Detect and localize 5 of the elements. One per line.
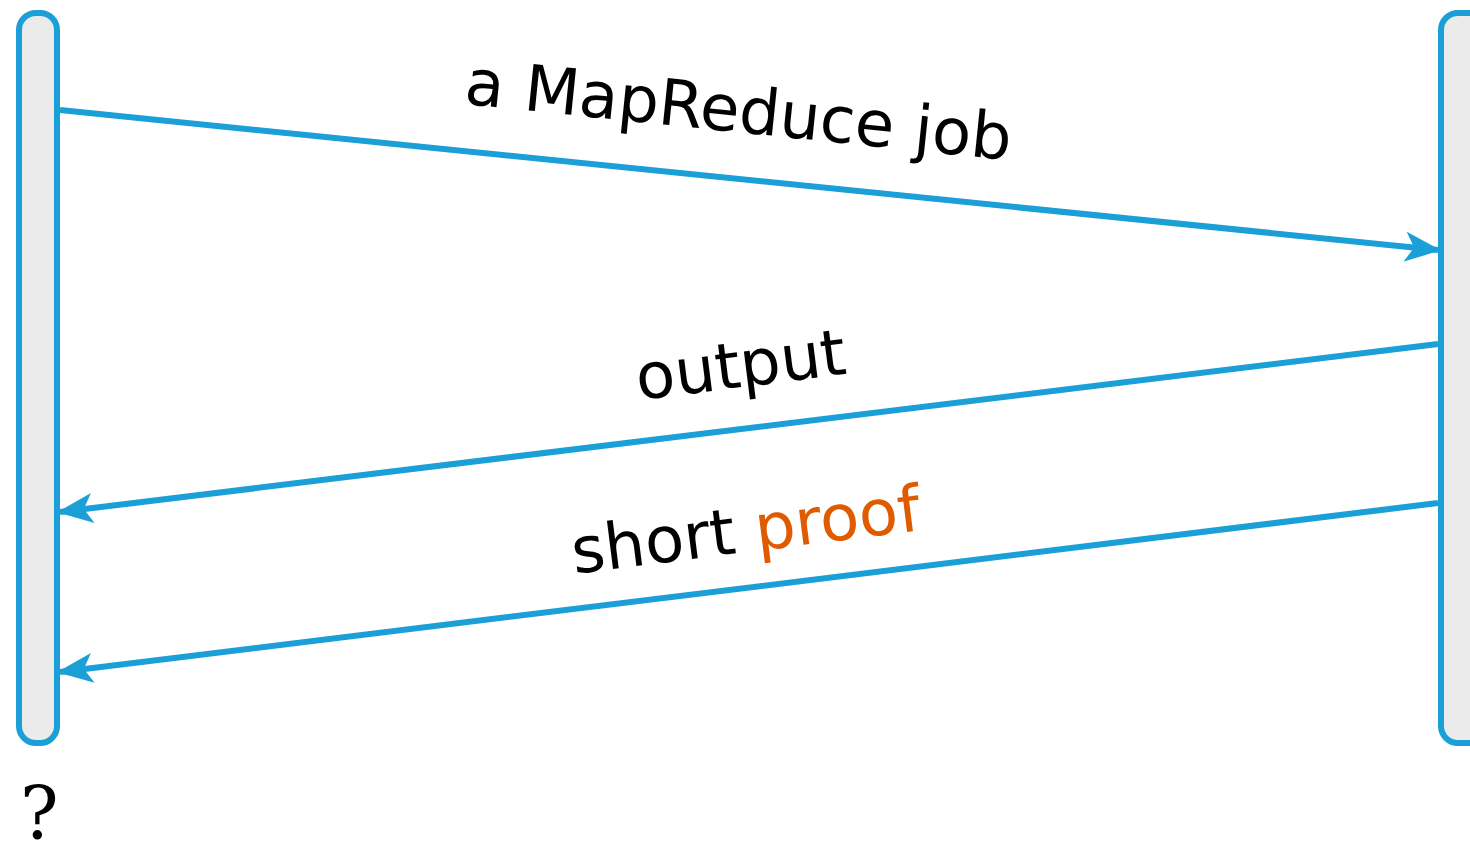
lifeline-caption: ? <box>20 778 59 850</box>
edge-label: a MapReduce job <box>461 49 1015 171</box>
edge-label: output <box>631 320 849 410</box>
edge-label: short proof <box>566 476 924 584</box>
lifeline-bar <box>16 10 60 746</box>
